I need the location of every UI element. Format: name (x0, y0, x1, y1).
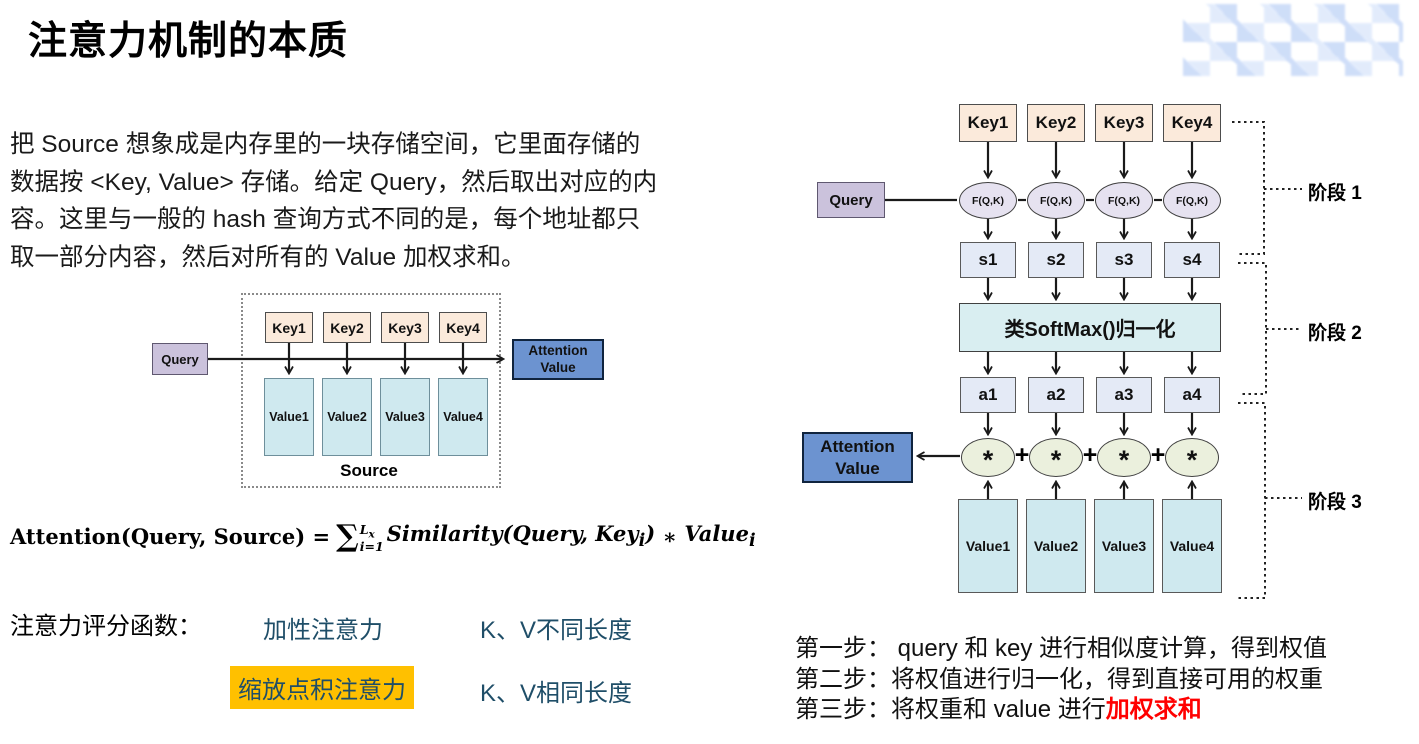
scaled-dot-attention-label: 缩放点积注意力 (230, 666, 414, 709)
attention-formula: Attention(Query, Source) = ∑ Lx i=1 Simi… (10, 519, 756, 554)
left-key4-box: Key4 (439, 312, 487, 343)
a1-box: a1 (960, 377, 1016, 413)
intro-line: 把 Source 想象成是内存里的一块存储空间，它里面存储的 (10, 131, 641, 158)
source-label: Source (340, 461, 398, 480)
intro-paragraph: 把 Source 想象成是内存里的一块存储空间，它里面存储的 数据按 <Key,… (10, 126, 730, 276)
plus-sign: + (1014, 441, 1030, 469)
blurred-logo-watermark (1183, 4, 1403, 76)
multiply2-ellipse: * (1029, 438, 1083, 477)
stage1-label: 阶段 1 (1308, 183, 1362, 204)
plus-sign: + (1150, 441, 1166, 469)
sigma-symbol: ∑ (336, 519, 359, 554)
right-value1-box: Value1 (958, 499, 1018, 593)
step1-line: 第一步： query 和 key 进行相似度计算，得到权值 (795, 635, 1328, 662)
right-value3-box: Value3 (1094, 499, 1154, 593)
right-query-box: Query (817, 182, 885, 218)
formula-term1: Similarity(Query, Keyi) (386, 521, 656, 552)
a4-box: a4 (1164, 377, 1220, 413)
stage3-label: 阶段 3 (1308, 492, 1362, 513)
fqk4-ellipse: F(Q,K) (1163, 182, 1221, 219)
left-value2-box: Value2 (322, 378, 372, 456)
intro-line: 数据按 <Key, Value> 存储。给定 Query，然后取出对应的内 (10, 168, 658, 196)
sum-lower-limit: i=1 (359, 538, 384, 554)
left-key2-box: Key2 (323, 312, 371, 343)
left-value3-box: Value3 (380, 378, 430, 456)
page-title: 注意力机制的本质 (28, 20, 349, 63)
intro-line: 取一部分内容，然后对所有的 Value 加权求和。 (10, 243, 526, 271)
left-attention-value-box: Attention Value (512, 339, 604, 380)
additive-attention-note: K、V不同长度 (480, 617, 633, 644)
right-key1-box: Key1 (959, 104, 1017, 142)
left-key1-box: Key1 (265, 312, 313, 343)
sum-upper-limit: Lx (359, 522, 375, 541)
formula-operator: ∗ (655, 524, 685, 549)
s2-box: s2 (1028, 242, 1084, 278)
right-attention-value-box: Attention Value (802, 432, 913, 483)
right-key4-box: Key4 (1163, 104, 1221, 142)
right-key2-box: Key2 (1027, 104, 1085, 142)
left-query-box: Query (152, 343, 208, 375)
a2-box: a2 (1028, 377, 1084, 413)
stage2-label: 阶段 2 (1308, 323, 1362, 344)
softmax-box: 类SoftMax()归一化 (959, 303, 1221, 352)
formula-lhs: Attention(Query, Source) = (10, 524, 331, 549)
additive-attention-label: 加性注意力 (263, 617, 383, 644)
multiply1-ellipse: * (961, 438, 1015, 477)
stage-brackets (1232, 121, 1302, 599)
fqk3-ellipse: F(Q,K) (1095, 182, 1153, 219)
scoring-heading: 注意力评分函数： (10, 613, 202, 640)
formula-term2: Valuei (684, 521, 756, 552)
left-value4-box: Value4 (438, 378, 488, 456)
source-dotted-frame (241, 293, 501, 488)
right-key3-box: Key3 (1095, 104, 1153, 142)
right-value2-box: Value2 (1026, 499, 1086, 593)
fqk1-ellipse: F(Q,K) (959, 182, 1017, 219)
scaled-dot-attention-note: K、V相同长度 (480, 680, 633, 707)
s3-box: s3 (1096, 242, 1152, 278)
plus-sign: + (1082, 441, 1098, 469)
s1-box: s1 (960, 242, 1016, 278)
step3-emphasis: 加权求和 (1105, 696, 1202, 723)
right-value4-box: Value4 (1162, 499, 1222, 593)
left-value1-box: Value1 (264, 378, 314, 456)
left-diagram-connectors (208, 343, 503, 373)
steps-text: 第一步： query 和 key 进行相似度计算，得到权值 第二步：将权值进行归… (795, 634, 1327, 726)
fqk2-ellipse: F(Q,K) (1027, 182, 1085, 219)
step3-line: 第三步：将权重和 value 进行加权求和 (795, 696, 1202, 723)
step2-line: 第二步：将权值进行归一化，得到直接可用的权重 (795, 665, 1323, 693)
multiply3-ellipse: * (1097, 438, 1151, 477)
a3-box: a3 (1096, 377, 1152, 413)
multiply4-ellipse: * (1165, 438, 1219, 477)
intro-line: 容。这里与一般的 hash 查询方式不同的是，每个地址都只 (10, 206, 641, 233)
s4-box: s4 (1164, 242, 1220, 278)
right-diagram-connectors (885, 142, 1192, 499)
left-key3-box: Key3 (381, 312, 429, 343)
